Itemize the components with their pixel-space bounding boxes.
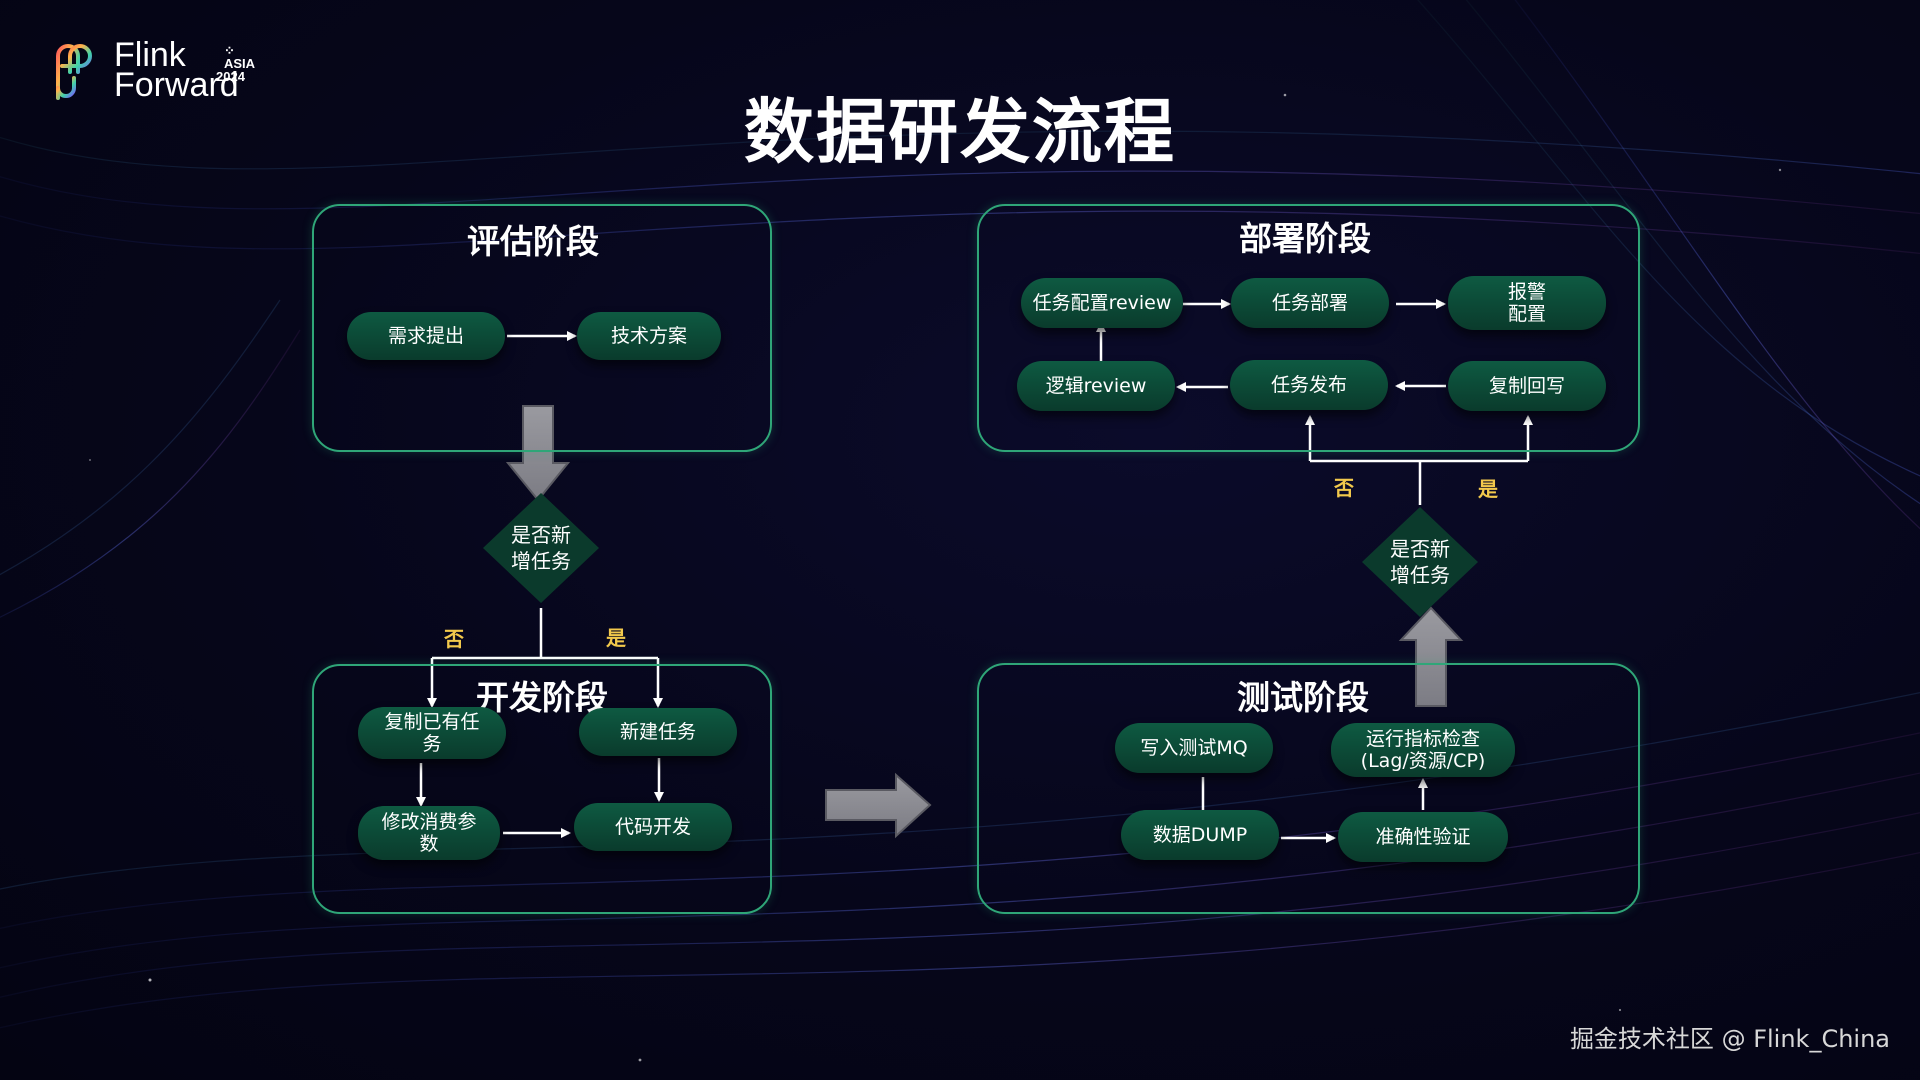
node-alert-config: 报警 配置 xyxy=(1448,276,1606,330)
node-requirement: 需求提出 xyxy=(347,312,505,360)
stage-deploy xyxy=(977,204,1640,452)
logo-badge: ⁘ ASIA 2024 xyxy=(216,44,268,83)
decision-right-label: 是否新 增任务 xyxy=(1390,537,1450,587)
decision-left-diamond xyxy=(483,493,599,603)
node-tech-plan: 技术方案 xyxy=(577,312,721,360)
big-down-arrow xyxy=(505,405,571,502)
node-task-publish: 任务发布 xyxy=(1230,360,1388,410)
stage-deploy-title: 部署阶段 xyxy=(1239,219,1371,258)
node-copy-task-label: 复制已有任务 xyxy=(384,711,480,755)
node-write-mq: 写入测试MQ xyxy=(1115,723,1273,773)
stage-test xyxy=(977,663,1640,914)
node-task-deploy: 任务部署 xyxy=(1231,278,1389,328)
node-data-dump: 数据DUMP xyxy=(1121,810,1279,860)
node-accuracy: 准确性验证 xyxy=(1338,812,1508,862)
flink-logo-icon xyxy=(56,44,93,100)
decision-left-no: 否 xyxy=(444,627,464,651)
stage-test-title: 测试阶段 xyxy=(1237,678,1369,717)
stage-develop xyxy=(312,664,772,914)
node-logic-review: 逻辑review xyxy=(1017,361,1175,411)
big-right-arrow xyxy=(825,772,932,839)
node-code-dev: 代码开发 xyxy=(574,803,732,851)
flink-forward-logo: Flink Forward ⁘ ASIA 2024 xyxy=(48,38,268,108)
logo-line-1: Flink xyxy=(114,36,186,74)
node-new-task: 新建任务 xyxy=(579,708,737,756)
stage-evaluate-title: 评估阶段 xyxy=(467,222,599,261)
big-up-arrow xyxy=(1398,606,1464,707)
node-modify-params: 修改消费参数 xyxy=(358,806,500,860)
decision-left: 是否新 增任务 xyxy=(481,493,601,603)
node-modify-params-label: 修改消费参数 xyxy=(381,811,477,855)
decision-left-yes: 是 xyxy=(606,626,626,650)
decision-left-label: 是否新 增任务 xyxy=(511,523,571,573)
edge-right-decision-split xyxy=(1310,459,1528,505)
node-run-check: 运行指标检查 (Lag/资源/CP) xyxy=(1331,723,1515,777)
node-copy-writeback: 复制回写 xyxy=(1448,361,1606,411)
logo-badge-line-2: 2024 xyxy=(216,69,245,84)
logo-line-2: Forward xyxy=(114,66,239,104)
decision-right-diamond xyxy=(1362,507,1478,617)
node-config-review: 任务配置review xyxy=(1021,278,1183,328)
stage-develop-title: 开发阶段 xyxy=(476,678,608,717)
decision-right-no: 否 xyxy=(1334,476,1354,500)
edge-left-decision-split xyxy=(432,608,658,660)
logo-wordmark: Flink Forward xyxy=(114,36,239,104)
logo-badge-line-1: ⁘ ASIA xyxy=(224,43,256,71)
stage-evaluate xyxy=(312,204,772,452)
node-copy-task: 复制已有任务 xyxy=(358,707,506,759)
page-title: 数据研发流程 xyxy=(744,91,1176,173)
watermark: 掘金技术社区 @ Flink_China xyxy=(1569,1025,1890,1053)
decision-right: 是否新 增任务 xyxy=(1360,507,1480,617)
decision-right-yes: 是 xyxy=(1478,477,1498,501)
